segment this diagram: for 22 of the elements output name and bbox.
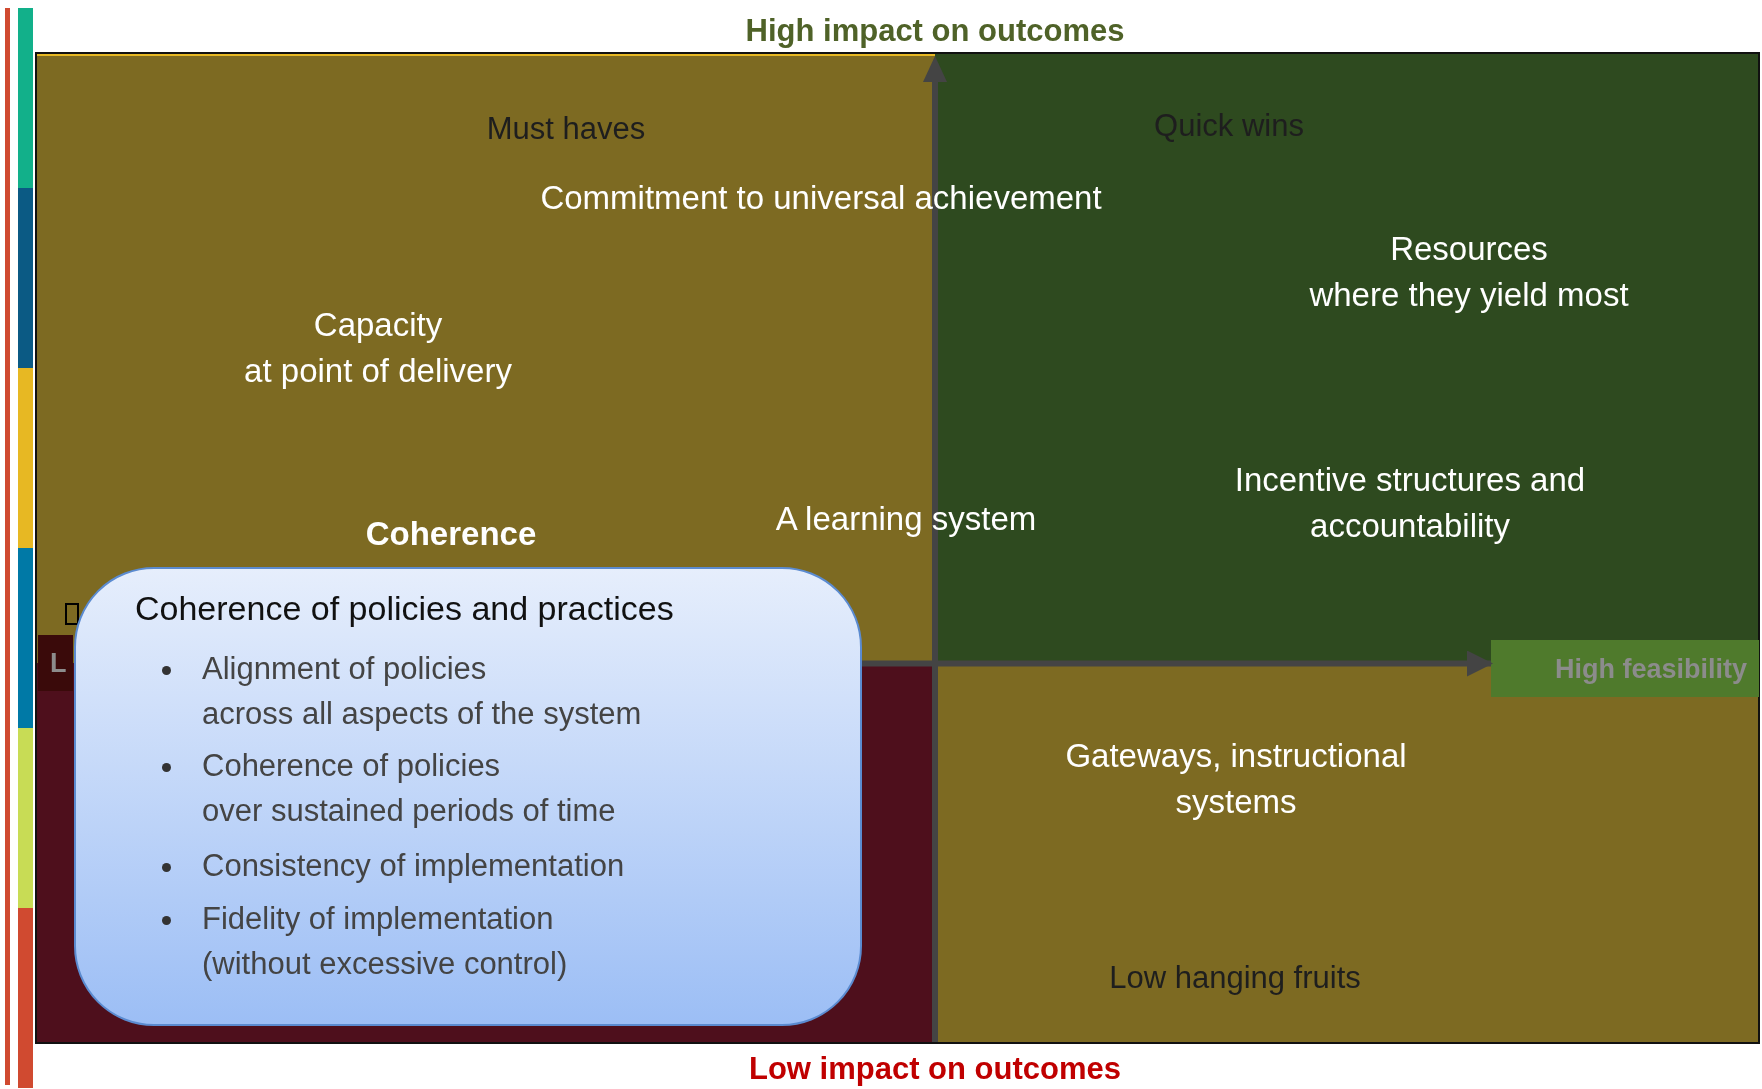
- callout-box: [74, 567, 862, 1026]
- bullet-item: Fidelity of implementation (without excessive control): [202, 900, 568, 983]
- axis-label-box: [1491, 640, 1759, 697]
- bullet-item: Consistency of implementation: [202, 847, 625, 885]
- item-label: Gateways, instructional systems: [1065, 735, 1407, 822]
- axis-title: Low impact on outcomes: [749, 1050, 1121, 1089]
- quadrant-title: Must haves: [486, 110, 646, 149]
- axis-label: L: [50, 647, 67, 679]
- axis-arrow: [862, 650, 1493, 677]
- axis-title: High impact on outcomes: [745, 12, 1125, 51]
- axis-label: High feasibility: [1554, 653, 1747, 684]
- item-label: Incentive structures and accountability: [1234, 459, 1586, 546]
- item-label: Capacity at point of delivery: [244, 304, 512, 391]
- quadrant-title: Low hanging fruits: [1109, 959, 1361, 998]
- bullet-item: Coherence of policies over sustained periods of time: [202, 747, 616, 830]
- item-label: Resources where they yield most: [1309, 228, 1629, 315]
- axis-label-box: [38, 635, 73, 691]
- item-label: Coherence: [365, 513, 537, 554]
- callout-heading: Coherence of policies and practices: [135, 589, 674, 628]
- item-label: A learning system: [775, 498, 1037, 539]
- item-label: Commitment to universal achievement: [540, 177, 1102, 218]
- bullet-item: Alignment of policies across all aspects of the system: [202, 650, 642, 733]
